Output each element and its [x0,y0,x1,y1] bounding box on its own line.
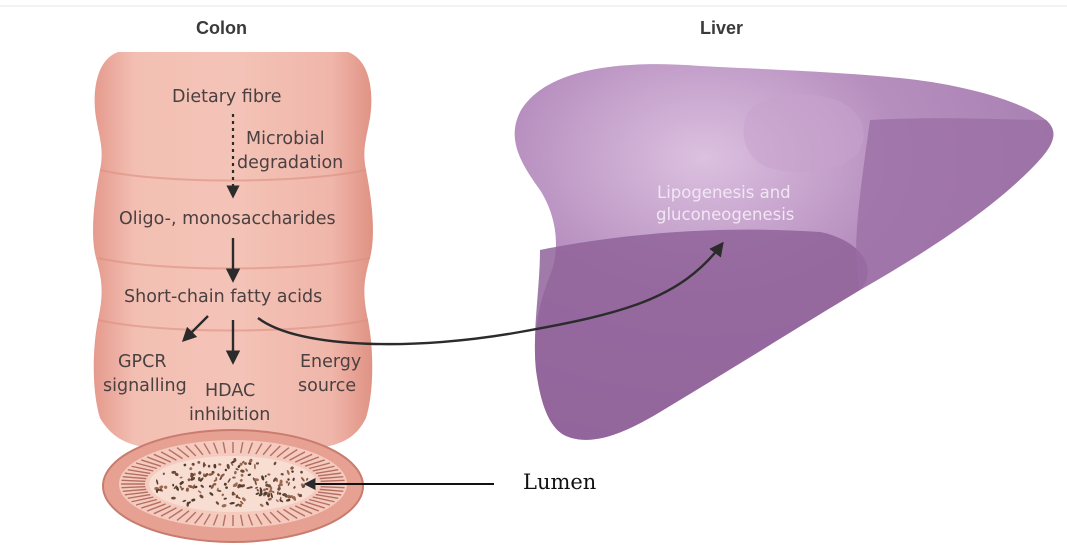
bacterium [232,477,236,479]
microbial-label: Microbial [246,128,325,150]
villus [121,480,145,481]
lipogenesis-label: Lipogenesis and [657,182,791,203]
lumen-label: Lumen [523,470,596,494]
gluconeogenesis-label: gluconeogenesis [656,204,794,225]
scfa-label: Short-chain fatty acids [124,286,322,308]
colon-title: Colon [196,18,247,39]
dietary-fibre-label: Dietary fibre [172,86,282,108]
oligo-monosaccharides-label: Oligo-, monosaccharides [119,208,336,230]
signalling-label: signalling [103,375,187,397]
gpcr-label: GPCR [118,351,167,373]
liver-title: Liver [700,18,743,39]
villus [321,480,345,481]
degradation-label: degradation [237,152,343,174]
source-label: source [298,375,356,397]
villus [121,487,145,488]
bacterium [156,489,161,491]
inhibition-label: inhibition [189,404,270,426]
energy-label: Energy [300,351,361,373]
hdac-label: HDAC [205,380,255,402]
villus [321,487,345,488]
